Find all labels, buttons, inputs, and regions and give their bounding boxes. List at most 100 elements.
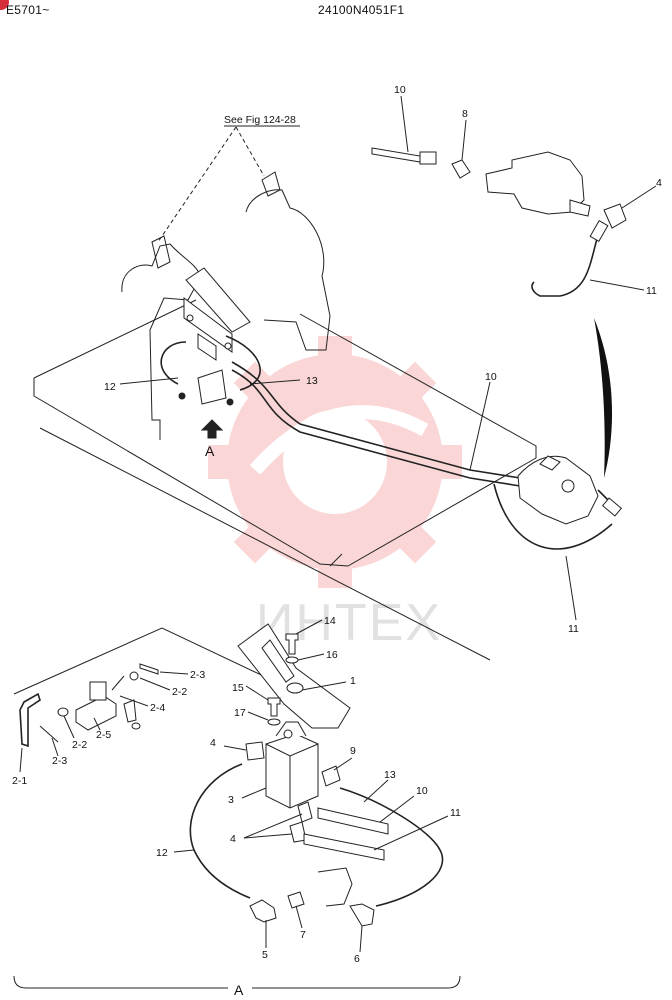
- label-2-2-top: 2-2: [172, 686, 187, 698]
- corner-badge-icon: [0, 0, 9, 10]
- leader-1: [301, 681, 347, 691]
- leader-11-mid: [565, 555, 577, 621]
- bolt-14: [285, 633, 299, 655]
- floor-notch: [329, 553, 343, 567]
- label-11: 11: [450, 807, 461, 819]
- leader-4-top: [621, 185, 657, 209]
- view-a-brace-left: [13, 975, 228, 989]
- leader-10-top: [400, 95, 409, 153]
- leader-3: [241, 787, 267, 799]
- fitting-8: [451, 159, 471, 179]
- leader-2-1: [19, 747, 23, 773]
- floor-lower-line: [39, 427, 491, 661]
- pedal-1: [237, 623, 351, 729]
- hose-11-fitting: [589, 220, 609, 242]
- label-15: 15: [232, 682, 244, 694]
- label-16: 16: [326, 649, 338, 661]
- pin-2-3-top: [139, 663, 159, 675]
- view-a-arrow-icon: [200, 419, 224, 439]
- left-seat-outline: [121, 243, 201, 440]
- washer-2-2-lower: [57, 707, 69, 717]
- label-2-5: 2-5: [96, 729, 111, 741]
- label-2-4: 2-4: [150, 702, 165, 714]
- hose-13-small: [225, 335, 261, 391]
- see-fig-note: See Fig 124-28: [224, 114, 296, 126]
- hose-13-lower: [339, 787, 444, 907]
- label-8: 8: [462, 108, 468, 120]
- bracket-2-1: [19, 692, 41, 748]
- floor-edge-right: [299, 313, 537, 567]
- floor-edge-back: [33, 299, 197, 379]
- leader-6: [359, 925, 363, 953]
- pipe-10-lower: [317, 807, 389, 835]
- pipe-10-top: [371, 147, 437, 165]
- control-valve-top: [485, 151, 591, 217]
- nut-2-5: [131, 722, 141, 730]
- label-3: 3: [228, 794, 234, 806]
- label-12: 12: [156, 847, 168, 859]
- watermark-text: ИНТЕХ: [256, 594, 442, 652]
- right-seat-outline: [245, 189, 331, 351]
- leader-16: [297, 653, 325, 661]
- leader-2-3-bot: [51, 737, 59, 757]
- control-valve-lower: [517, 455, 599, 525]
- view-a-label: A: [234, 982, 244, 998]
- elbow-4-c: [297, 801, 313, 823]
- pin-2-3-lower: [39, 725, 59, 743]
- fitting-7: [287, 891, 305, 909]
- leader-2-3-top: [159, 671, 189, 675]
- leader-12: [119, 377, 179, 385]
- plate-2-5: [75, 695, 117, 731]
- view-a-brace-right: [252, 975, 461, 989]
- leader-8: [461, 119, 467, 161]
- label-11-top: 11: [646, 285, 657, 297]
- pipe-11-lower: [303, 833, 385, 861]
- right-grip: [261, 171, 281, 197]
- pipe-run-a: [231, 369, 521, 487]
- label-2-3-top: 2-3: [190, 669, 205, 681]
- label-1: 1: [350, 675, 356, 687]
- leader-4-b1: [243, 833, 293, 839]
- label-6: 6: [354, 953, 360, 965]
- floor-edge-front: [33, 378, 349, 567]
- leader-11-lower: [373, 815, 449, 851]
- label-10: 10: [416, 785, 428, 797]
- leader-13: [249, 379, 301, 385]
- label-10-mid: 10: [485, 371, 497, 383]
- elbow-4-a: [245, 741, 265, 761]
- leader-13-lower: [363, 779, 389, 803]
- leader-2-4: [119, 695, 149, 707]
- label-2-3-bot: 2-3: [52, 755, 67, 767]
- washer-2-2-top: [129, 671, 139, 681]
- elbow-lower: [601, 497, 623, 517]
- pipe-run-c: [493, 483, 613, 550]
- hose-12-lower: [189, 763, 251, 899]
- label-11-mid: 11: [568, 623, 579, 635]
- leader-2-2-bot: [63, 715, 75, 739]
- pedal-assembly-small: [183, 267, 251, 361]
- leader-11-top: [589, 279, 645, 291]
- note-leader-right: [235, 126, 265, 177]
- label-13: 13: [384, 769, 396, 781]
- leader-14: [295, 619, 323, 635]
- leader-9: [333, 757, 353, 771]
- fitting-5: [249, 899, 277, 923]
- pipe-run-b: [231, 361, 521, 479]
- leader-15: [245, 685, 269, 701]
- valve-ports-outline: [317, 867, 353, 907]
- header-model-code: E5701~: [6, 3, 50, 17]
- leader-4-b2: [243, 813, 303, 839]
- label-10-top: 10: [394, 84, 406, 96]
- valve-block-small: [178, 369, 234, 406]
- leader-4-a: [223, 745, 247, 751]
- label-2-2-bot: 2-2: [72, 739, 87, 751]
- label-17: 17: [234, 707, 246, 719]
- label-7: 7: [300, 929, 306, 941]
- bolt-15: [267, 697, 281, 717]
- hose-11-top: [531, 227, 601, 297]
- washer-17: [267, 718, 281, 726]
- leader-10-mid: [469, 381, 491, 471]
- label-4-b: 4: [230, 833, 236, 845]
